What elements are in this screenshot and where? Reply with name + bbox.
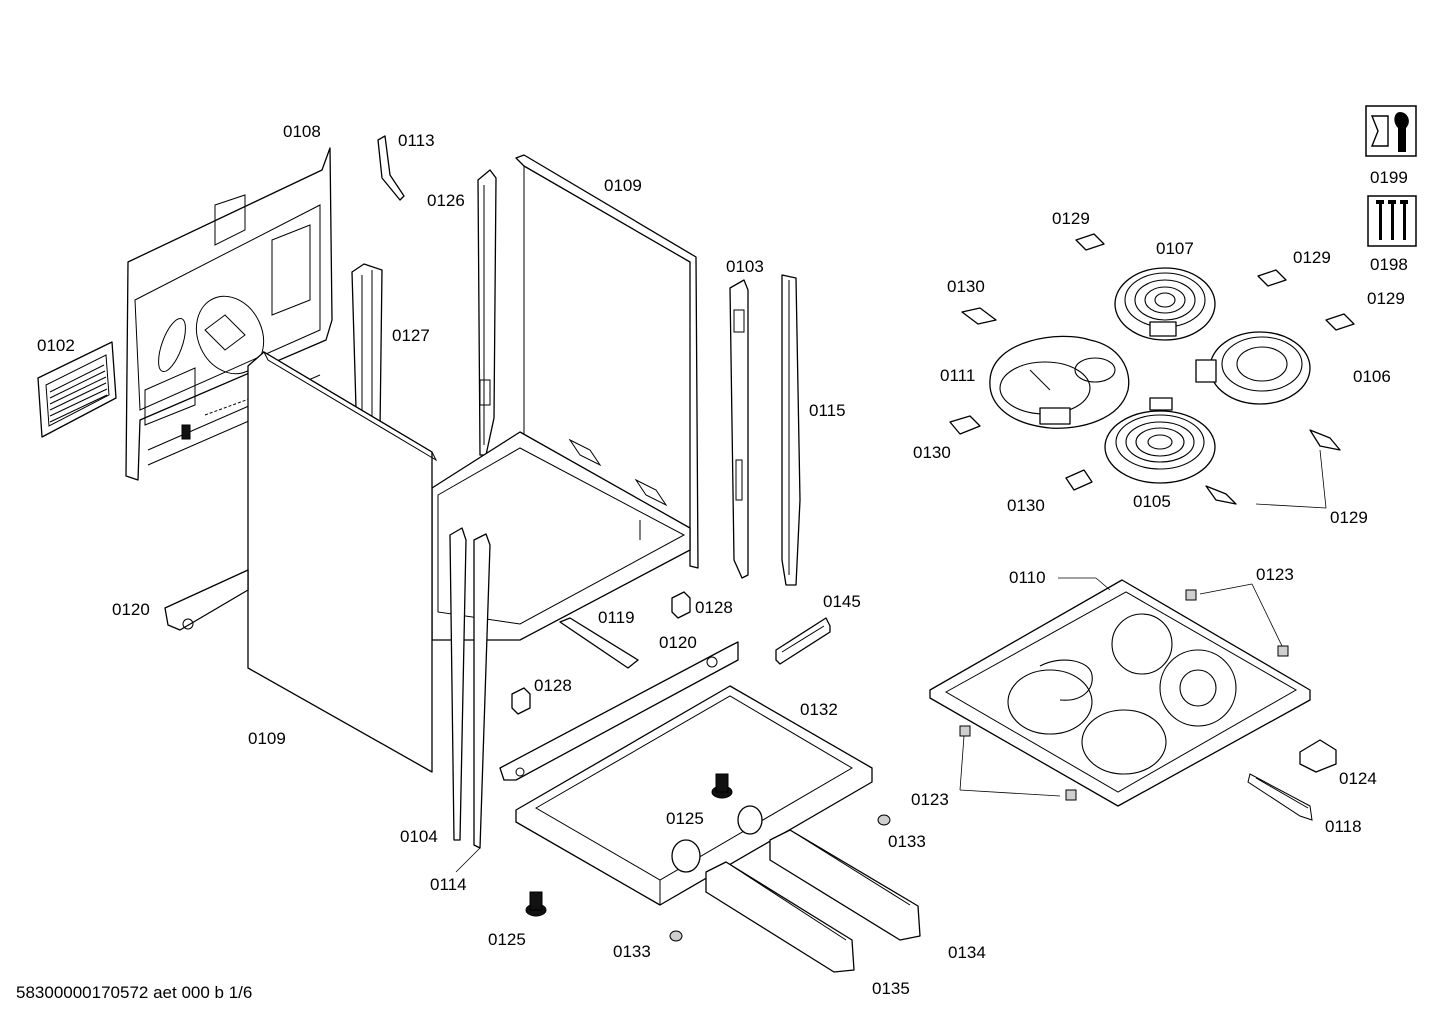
heater-0111-part xyxy=(989,335,1130,429)
heater-0107-part xyxy=(1114,267,1216,341)
label-0124: 0124 xyxy=(1339,769,1377,788)
runner-0135-part xyxy=(705,861,855,973)
label-0106: 0106 xyxy=(1353,367,1391,386)
label-0199: 0199 xyxy=(1370,168,1408,187)
label-0125-upper: 0125 xyxy=(666,809,704,828)
vent-grille-part xyxy=(37,341,117,438)
bracket-0120-left xyxy=(164,569,249,631)
label-0129-b: 0129 xyxy=(1293,248,1331,267)
label-0128-upper: 0128 xyxy=(695,598,733,617)
screws-kit-icon xyxy=(1367,195,1417,247)
clip-0129-c xyxy=(1325,313,1355,331)
bracket-0113-part xyxy=(377,135,405,201)
service-wrench-icon xyxy=(1365,105,1417,157)
clip-0129-e xyxy=(1205,485,1237,505)
rail-0104-part xyxy=(449,527,467,841)
rail-0114-part xyxy=(473,533,491,849)
label-0129-d: 0129 xyxy=(1330,508,1368,527)
clip-0129-a xyxy=(1075,233,1105,251)
clip-0123-d xyxy=(1065,789,1077,801)
bracket-0145-part xyxy=(775,617,831,665)
label-0129-a: 0129 xyxy=(1052,209,1090,228)
heater-0105-part xyxy=(1104,397,1216,484)
label-0104: 0104 xyxy=(400,827,438,846)
label-0126: 0126 xyxy=(427,191,465,210)
rail-0127-part xyxy=(351,263,383,433)
label-0145: 0145 xyxy=(823,592,861,611)
side-panel-0109-top xyxy=(431,154,699,641)
label-0127: 0127 xyxy=(392,326,430,345)
label-0132: 0132 xyxy=(800,700,838,719)
leader-lines xyxy=(455,449,1327,873)
foot-0125-upper xyxy=(711,773,733,799)
base-frame-0132-part xyxy=(515,685,873,906)
label-0130-c: 0130 xyxy=(1007,496,1045,515)
label-0123-lower: 0123 xyxy=(911,790,949,809)
label-0129-c: 0129 xyxy=(1367,289,1405,308)
label-0130-a: 0130 xyxy=(947,277,985,296)
clip-0128-lower xyxy=(511,687,531,715)
label-0134: 0134 xyxy=(948,943,986,962)
clip-0129-d xyxy=(1309,429,1341,451)
cooktop-0110-part xyxy=(929,579,1311,807)
foot-0125-lower xyxy=(525,891,547,917)
label-0135: 0135 xyxy=(872,979,910,998)
label-0107: 0107 xyxy=(1156,239,1194,258)
clip-0123-c xyxy=(959,725,971,737)
bracket-0120-right xyxy=(499,641,739,781)
label-0125-lower: 0125 xyxy=(488,930,526,949)
label-0102: 0102 xyxy=(37,336,75,355)
clip-0129-b xyxy=(1257,269,1287,287)
label-0120-right: 0120 xyxy=(659,633,697,652)
wheels-part xyxy=(671,805,763,873)
clip-0123-b xyxy=(1277,645,1289,657)
clip-0123-a xyxy=(1185,589,1197,601)
document-footer-code: 58300000170572 aet 000 b 1/6 xyxy=(16,983,252,1002)
label-0133-lower: 0133 xyxy=(613,942,651,961)
connector-0124-part xyxy=(1299,739,1337,773)
side-panel-0109-front xyxy=(247,350,438,773)
label-0119: 0119 xyxy=(598,608,635,627)
rail-0103-part xyxy=(729,279,749,579)
part-labels: 0108 0113 0126 0109 0102 0127 0103 0115 … xyxy=(37,122,1408,998)
bar-0119-part xyxy=(559,617,639,669)
clip-0128-upper xyxy=(671,591,691,619)
screw-0133-lower xyxy=(669,930,683,942)
label-0113: 0113 xyxy=(398,131,435,150)
label-0133-upper: 0133 xyxy=(888,832,926,851)
clip-0130-a xyxy=(961,307,997,325)
rail-0115-part xyxy=(781,274,801,586)
wiring-0118-part xyxy=(1247,773,1313,821)
label-0114: 0114 xyxy=(430,875,467,894)
label-0108: 0108 xyxy=(283,122,321,141)
label-0198: 0198 xyxy=(1370,255,1408,274)
label-0103: 0103 xyxy=(726,257,764,276)
label-0115: 0115 xyxy=(809,401,846,420)
heater-0106-part xyxy=(1195,331,1311,405)
label-0109-top: 0109 xyxy=(604,176,642,195)
label-0111: 0111 xyxy=(940,366,975,385)
back-panel-part xyxy=(125,147,333,481)
label-0128-lower: 0128 xyxy=(534,676,572,695)
clip-0130-c xyxy=(1065,469,1093,491)
label-0123-upper: 0123 xyxy=(1256,565,1294,584)
clip-0130-b xyxy=(949,415,981,435)
label-0105: 0105 xyxy=(1133,492,1171,511)
label-0130-b: 0130 xyxy=(913,443,951,462)
label-0110: 0110 xyxy=(1009,568,1046,587)
label-0109-front: 0109 xyxy=(248,729,286,748)
label-0118: 0118 xyxy=(1325,817,1362,836)
rail-0126-part xyxy=(477,169,497,456)
runner-0134-part xyxy=(769,829,921,941)
label-0120-left: 0120 xyxy=(112,600,150,619)
screw-0133-upper xyxy=(877,814,891,826)
